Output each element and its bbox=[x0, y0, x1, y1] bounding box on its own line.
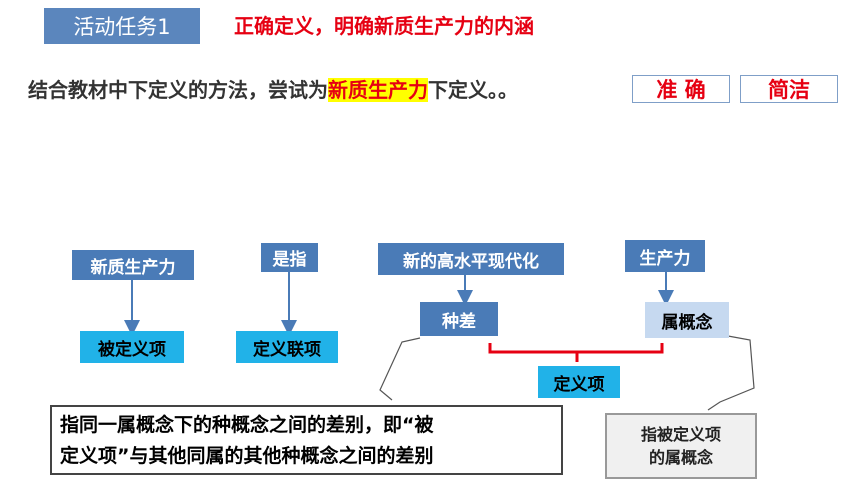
task-label: 活动任务1 bbox=[44, 8, 200, 44]
definiens-bracket bbox=[488, 343, 664, 362]
intro-after: 下定义。。 bbox=[428, 78, 518, 102]
node-definiendum: 被定义项 bbox=[80, 331, 184, 363]
intro-highlight: 新质生产力 bbox=[328, 78, 428, 102]
node-new-modern: 新的高水平现代化 bbox=[378, 243, 564, 275]
node-definiens: 定义项 bbox=[538, 366, 620, 398]
node-refers-to: 是指 bbox=[261, 243, 318, 272]
requirement-accurate: 准 确 bbox=[632, 75, 730, 103]
intro-sentence: 结合教材中下定义的方法，尝试为新质生产力下定义。。 bbox=[28, 72, 518, 108]
node-productivity: 生产力 bbox=[625, 240, 705, 272]
differentia-pointer bbox=[379, 337, 421, 401]
node-connector: 定义联项 bbox=[236, 331, 338, 363]
genus-explanation: 指被定义项 的属概念 bbox=[605, 413, 757, 479]
differentia-explanation-line1: 指同一属概念下的种概念之间的差别，即“被 bbox=[60, 414, 434, 436]
requirement-concise: 简洁 bbox=[740, 75, 838, 103]
differentia-explanation-line2: 定义项”与其他同属的其他种概念之间的差别 bbox=[60, 445, 434, 467]
intro-before: 结合教材中下定义的方法，尝试为 bbox=[28, 78, 328, 102]
page-title: 正确定义，明确新质生产力的内涵 bbox=[234, 14, 534, 38]
genus-pointer bbox=[707, 335, 755, 411]
genus-explanation-line1: 指被定义项 bbox=[640, 425, 721, 444]
node-differentia: 种差 bbox=[420, 302, 498, 336]
genus-explanation-line2: 的属概念 bbox=[648, 448, 713, 467]
differentia-explanation: 指同一属概念下的种概念之间的差别，即“被 定义项”与其他同属的其他种概念之间的差… bbox=[50, 405, 563, 475]
node-genus: 属概念 bbox=[645, 302, 729, 338]
node-new-productivity: 新质生产力 bbox=[72, 250, 194, 280]
